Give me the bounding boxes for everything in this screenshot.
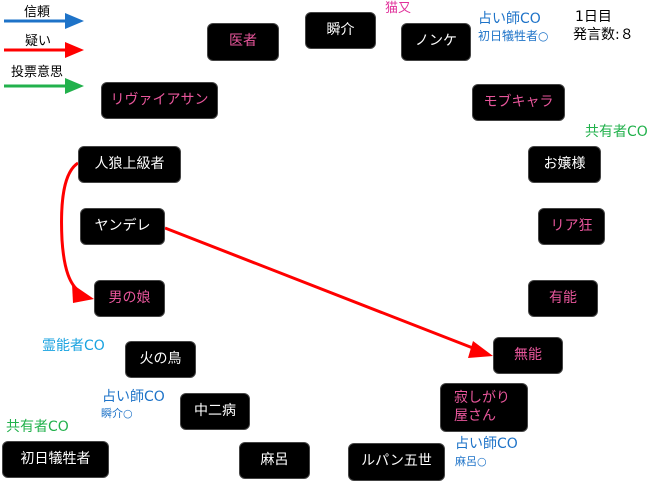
player-isha[interactable]: 医者 [207, 23, 279, 61]
player-maro[interactable]: 麻呂 [239, 442, 310, 479]
ojousama-mason-co: 共有者CO [585, 124, 648, 140]
chuuni-seer-co: 占い師CO [102, 389, 165, 405]
player-nonke[interactable]: ノンケ [401, 23, 471, 61]
legend-doubt-arrow [4, 42, 84, 58]
hinotori-medium-co: 霊能者CO [42, 338, 105, 354]
player-hinotori[interactable]: 火の鳥 [125, 341, 196, 378]
nonke-seer-co: 占い師CO [478, 11, 541, 27]
day-counter: 1日目 [575, 9, 612, 25]
player-leviathan[interactable]: リヴァイアサン [101, 82, 218, 119]
nekomata-label: 猫又 [385, 1, 412, 16]
speech-count: 発言数:８ [573, 27, 634, 43]
lupin-seer-result: 麻呂○ [455, 455, 487, 468]
player-chuunibyou[interactable]: 中二病 [180, 393, 250, 430]
player-munou[interactable]: 無能 [493, 337, 563, 374]
player-sabishigari-line1: 寂しがり [454, 390, 510, 406]
player-yandere[interactable]: ヤンデレ [80, 208, 165, 245]
player-mobchara[interactable]: モブキャラ [472, 84, 565, 121]
chuuni-seer-result: 瞬介○ [101, 407, 133, 420]
player-jinro-joukyuusha[interactable]: 人狼上級者 [78, 146, 181, 183]
lupin-seer-co: 占い師CO [455, 436, 518, 452]
player-sabishigari-line2: 屋さん [454, 407, 496, 424]
doubt-arrow-jinro-to-otokonoko [60, 161, 94, 303]
legend-trust-label: 信頼 [24, 5, 51, 20]
player-lupin[interactable]: ルパン五世 [348, 443, 445, 481]
legend-vote-label: 投票意思 [11, 65, 64, 80]
shonichi-mason-co: 共有者CO [6, 419, 69, 435]
player-ojousama[interactable]: お嬢様 [528, 146, 601, 183]
nonke-seer-result: 初日犠牲者○ [478, 29, 549, 43]
doubt-arrow-yandere-to-munou [164, 226, 493, 358]
legend-doubt-label: 疑い [25, 34, 52, 49]
player-shonichi-giseisha[interactable]: 初日犠牲者 [2, 441, 109, 478]
player-shunsuke[interactable]: 瞬介 [305, 12, 376, 49]
player-riakyou[interactable]: リア狂 [538, 208, 605, 245]
player-otokonoko[interactable]: 男の娘 [94, 280, 165, 317]
legend-trust-arrow [4, 13, 84, 29]
player-sabishigari[interactable]: 寂しがり 屋さん [440, 383, 528, 432]
legend-vote-arrow [4, 78, 84, 94]
player-yuunou[interactable]: 有能 [528, 280, 598, 317]
